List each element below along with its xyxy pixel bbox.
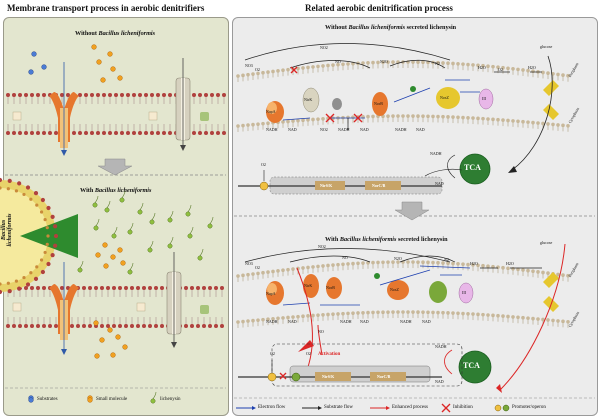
bot-no-a: NO (342, 255, 348, 260)
bot-nad-b: NAD (360, 319, 369, 324)
top-no3-a: NO3 (245, 63, 253, 68)
right-top-subtitle: Without Bacillus licheniformis secreted … (325, 24, 457, 31)
legend-lichenysin: lichenysin (160, 397, 181, 402)
glucose-label-bottom: glucose (540, 240, 553, 245)
right-panel: Related aerobic denitrification process … (230, 0, 600, 417)
legend-small-molecule: Small molecule (96, 397, 128, 402)
bot-napa: NapA (266, 291, 276, 296)
bot-nadh-a: NADH (266, 319, 278, 324)
bot-no3-a: NO3 (245, 261, 253, 266)
top-no2-a: NO2 (320, 45, 328, 50)
top-norb: NorB (374, 101, 383, 106)
left-panel: Membrane transport process in aerobic de… (0, 0, 230, 417)
legend-enhanced-process: Enhanced process (392, 405, 428, 410)
legend-electron-flow: Electron flow (258, 405, 286, 410)
bot-nadh-d: NADH (435, 344, 447, 349)
bot-nirs-box: NirS/K (322, 374, 335, 379)
bot-h2o-b: H2O (506, 261, 514, 266)
top-nad-a: NAD (288, 127, 297, 132)
top-no-a: NO (335, 59, 341, 64)
right-bottom-subtitle: With Bacillus licheniformis secreted lic… (325, 236, 448, 243)
top-nadh-b: NADH (338, 127, 350, 132)
legend-promoter-operon: Promoter/operon (512, 405, 546, 410)
left-top-subtitle: Without Bacillus licheniformis (75, 30, 156, 37)
top-nirk: NirK (304, 97, 313, 102)
top-h2o-a: H2O (478, 65, 486, 70)
glucose-label-top: glucose (540, 44, 553, 49)
top-o2-a: O2 (255, 67, 260, 72)
top-n2o-a: N2O (380, 59, 388, 64)
tca-bottom-label: TCA (463, 361, 480, 370)
top-nosz: NosZ (440, 95, 449, 100)
bot-h2o-a: H2O (470, 261, 478, 266)
bot-nor-box: NorC/B (377, 374, 391, 379)
right-panel-drawing (234, 43, 595, 413)
top-nad-b: NAD (360, 127, 369, 132)
bot-n2o-a: N2O (394, 256, 402, 261)
left-panel-title: Membrane transport process in aerobic de… (7, 3, 205, 13)
bot-o2-c: O2 (270, 351, 275, 356)
tca-top-label: TCA (464, 163, 481, 172)
legend-inhibition: Inhibition (453, 405, 473, 410)
bot-nosz: NosZ (390, 287, 399, 292)
cell-label: Bacillus licheniformis (1, 213, 13, 247)
bot-no-b: NO (318, 329, 324, 334)
activation-label: Activation (318, 352, 341, 357)
top-nad-c: NAD (416, 127, 425, 132)
top-napa: NapA (266, 109, 276, 114)
bot-complex3: III (462, 290, 466, 295)
top-nadh-c: NADH (395, 127, 407, 132)
bot-nadh-b: NADH (340, 319, 352, 324)
bot-n2-a: N2 (444, 257, 449, 262)
bot-o2-box: O2 (306, 351, 311, 356)
bot-nad-c: NAD (422, 319, 431, 324)
top-nirs-box: NirS/K (320, 183, 333, 188)
top-o2-b: O2 (498, 67, 503, 72)
left-bottom-subtitle: With Bacillus licheniformis (80, 187, 152, 194)
left-panel-drawing (0, 44, 226, 404)
legend-substrate-flow: Substrate flow (324, 405, 354, 410)
bot-norb: NorB (326, 285, 335, 290)
top-nor-box: NorC/B (372, 183, 386, 188)
bot-o2-a: O2 (255, 265, 260, 270)
top-nadh-d: NADH (430, 151, 442, 156)
bot-nadh-c: NADH (400, 319, 412, 324)
legend-substrates: Substrates (37, 397, 58, 402)
bot-nirk: NirK (304, 283, 313, 288)
bot-no2-a: NO2 (318, 244, 326, 249)
top-h2o-b: H2O (528, 65, 536, 70)
top-nadh-a: NADH (266, 127, 278, 132)
bot-nad-d: NAD (435, 379, 444, 384)
right-panel-title: Related aerobic denitrification process (305, 3, 453, 13)
top-no2-b: NO2 (320, 127, 328, 132)
top-nad-d: NAD (435, 181, 444, 186)
bot-nad-a: NAD (288, 319, 297, 324)
top-o2-c: O2 (261, 162, 266, 167)
top-complex3: III (482, 96, 486, 101)
top-n2-a: N2 (435, 61, 440, 66)
